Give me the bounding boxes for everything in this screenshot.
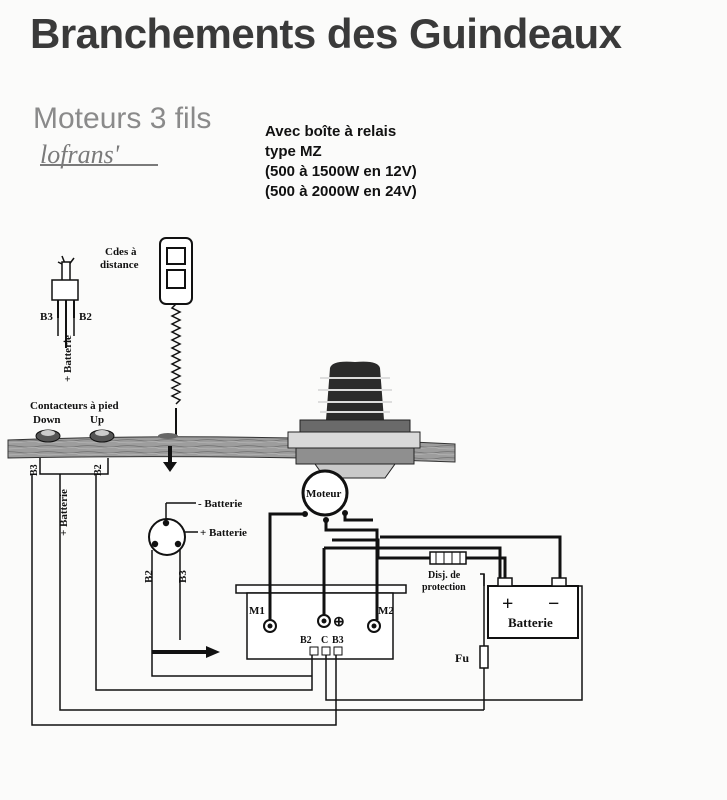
remote-handset (158, 237, 193, 439)
spec-block: Avec boîte à relais type MZ (500 à 1500W… (265, 122, 417, 202)
round-connector (148, 502, 198, 556)
relay-b3-label: B3 (332, 635, 344, 646)
foot-down-label: Down (33, 414, 61, 426)
minus-batterie-label: - Batterie (198, 498, 242, 510)
breaker (332, 535, 562, 590)
relay-b2-label: B2 (300, 635, 312, 646)
breaker-label-2: protection (422, 582, 466, 593)
relay-m2-label: M2 (378, 605, 394, 617)
remote-controls-label-1: Cdes à (105, 246, 137, 258)
battery-minus-label: − (548, 593, 559, 615)
relay-c-label: C (321, 635, 328, 646)
deck-b2-label: B2 (93, 464, 104, 476)
foot-switch-down (35, 429, 61, 443)
deck-b3-label: B3 (29, 464, 40, 476)
foot-up-label: Up (90, 414, 104, 426)
battery-plus-label: + (502, 593, 513, 615)
switch-b3-label: B3 (40, 311, 53, 323)
brand-underline (40, 164, 158, 166)
deck-batterie-label: + Batterie (58, 489, 70, 536)
right-arrow (152, 646, 220, 658)
control-wires (31, 318, 583, 726)
spec-line-1: Avec boîte à relais (265, 123, 397, 140)
down-arrow (163, 446, 177, 472)
toggle-switch (51, 255, 79, 348)
battery-label: Batterie (508, 615, 553, 630)
motor-wires (268, 512, 502, 620)
motor-label: Moteur (306, 488, 342, 500)
foot-switches-label: Contacteurs à pied (30, 400, 119, 412)
connector-b3-label: B3 (177, 570, 189, 583)
spec-line-3: (500 à 1500W en 12V) (265, 163, 417, 180)
page-title: Branchements des Guindeaux (30, 10, 622, 57)
switch-batterie-label: + Batterie (62, 335, 74, 382)
connector-b2-label: B2 (143, 570, 155, 583)
breaker-label-1: Disj. de (428, 570, 461, 581)
plus-batterie-label: + Batterie (200, 527, 247, 539)
relay-plus-label: ⊕ (333, 615, 345, 630)
fuse (479, 573, 489, 710)
battery: + − Batterie (476, 556, 579, 639)
spec-line-4: (500 à 2000W en 24V) (265, 183, 417, 200)
motor: Moteur (301, 469, 349, 523)
spec-line-2: type MZ (265, 143, 322, 160)
fuse-label: Fu (455, 651, 469, 665)
relay-m1-label: M1 (249, 605, 265, 617)
windlass (287, 361, 421, 479)
relay-box (235, 584, 407, 660)
remote-controls-label-2: distance (100, 259, 139, 271)
page-subtitle: Moteurs 3 fils (33, 102, 212, 135)
foot-switch-up (89, 429, 115, 443)
switch-b2-label: B2 (79, 311, 92, 323)
